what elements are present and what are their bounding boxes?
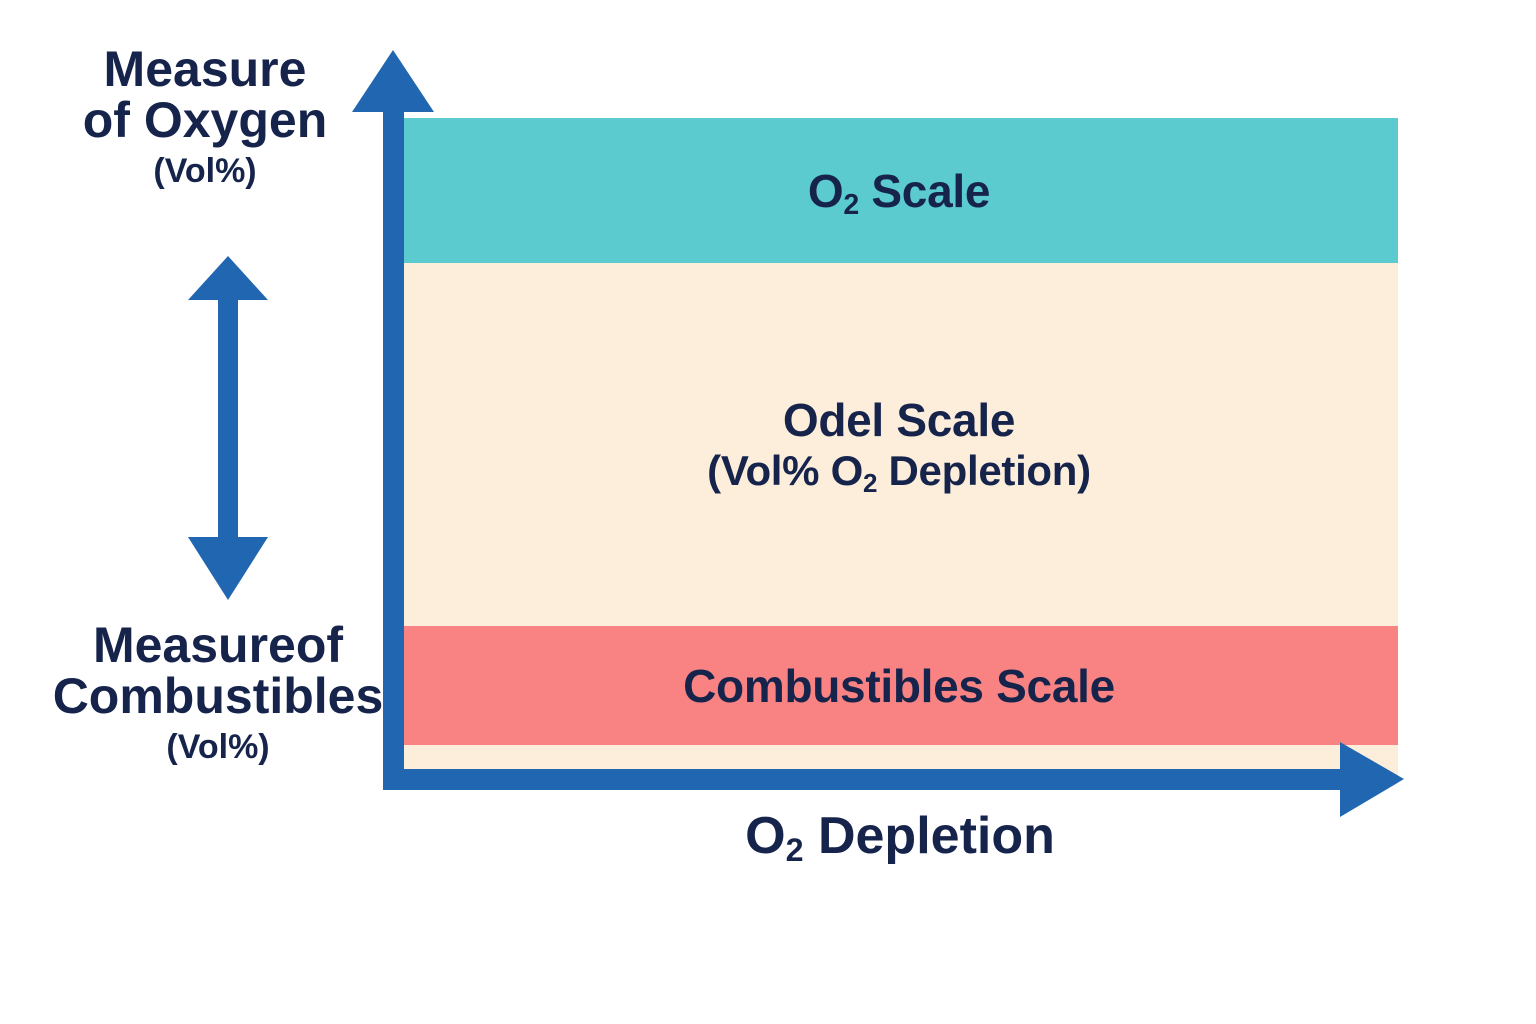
band-combustibles-scale-label: Combustibles Scale (683, 659, 1115, 712)
band-odel-scale-label: Odel Scale (782, 394, 1016, 447)
subscript-2: 2 (862, 467, 878, 498)
y-axis-bottom-label: Measureof Combustibles (Vol%) (8, 620, 428, 765)
band-combustibles-scale: Combustibles Scale (400, 626, 1398, 745)
y-axis-top-label-line1: Measure (103, 41, 307, 97)
y-axis-bottom-label-line2: Combustibles (52, 668, 384, 724)
y-axis-bottom-label-unit: (Vol%) (166, 728, 270, 766)
double-headed-vertical-arrow (188, 256, 268, 600)
band-odel-scale-sublabel: (Vol% O2 Depletion) (707, 446, 1091, 498)
band-o2-scale-label: O2 Scale (807, 164, 991, 221)
y-axis-bottom-label-line1: Measureof (92, 617, 344, 673)
band-baseline-strip (400, 745, 1398, 781)
band-odel-scale: Odel Scale (Vol% O2 Depletion) (400, 263, 1398, 626)
subscript-2: 2 (843, 188, 859, 221)
subscript-2: 2 (785, 832, 804, 869)
y-axis-top-label-unit: (Vol%) (153, 152, 257, 190)
band-o2-scale: O2 Scale (400, 118, 1398, 263)
y-axis-top-label-line2: of Oxygen (82, 92, 328, 148)
x-axis-label: O2 Depletion (745, 807, 1055, 869)
y-axis-top-label: Measure of Oxygen (Vol%) (30, 44, 380, 189)
